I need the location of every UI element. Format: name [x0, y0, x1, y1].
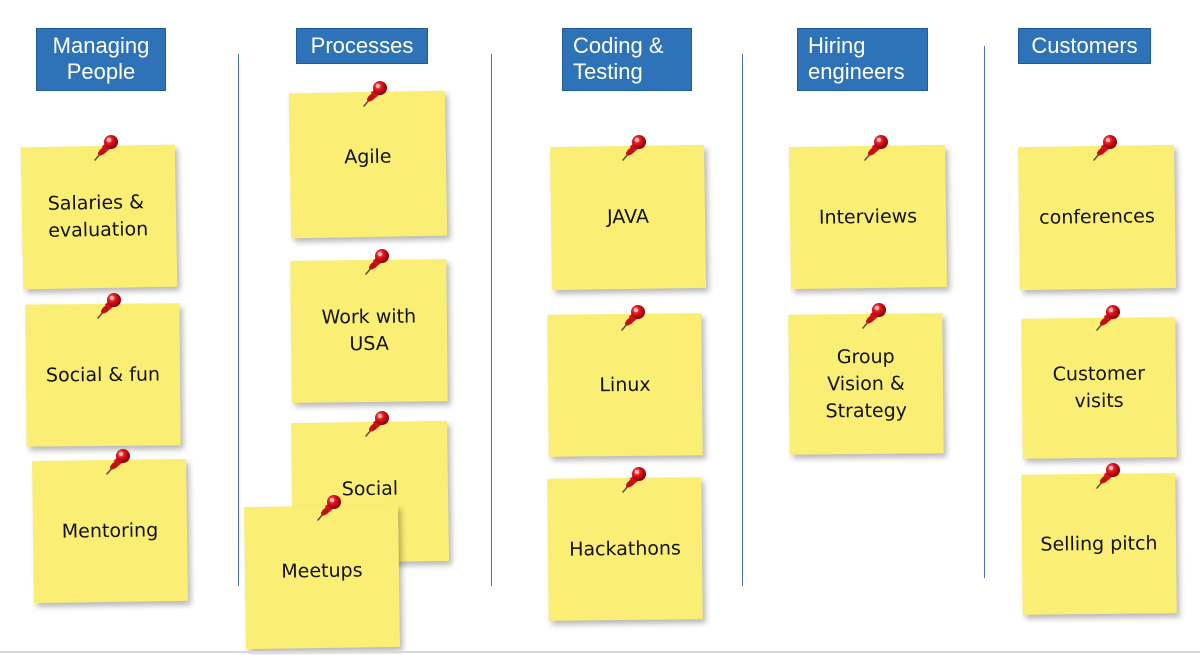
sticky-note-interviews: Interviews	[789, 144, 947, 290]
column-divider	[491, 54, 492, 586]
note-label: Meetups	[281, 559, 363, 583]
sticky-note-agile: Agile	[288, 90, 448, 239]
note-label: Salaries & evaluation	[47, 191, 149, 242]
sticky-note-conferences: conferences	[1018, 144, 1176, 291]
sticky-note-work-with-usa: Work with USA	[290, 259, 448, 403]
column-header-processes: Processes	[296, 28, 428, 64]
sticky-note-mentoring: Mentoring	[32, 458, 188, 604]
note-label: Agile	[344, 145, 392, 169]
column-header-managing-people: Managing People	[36, 28, 166, 91]
note-label: Selling pitch	[1040, 531, 1158, 556]
note-label: Linux	[599, 373, 651, 396]
note-label: Hackathons	[569, 536, 681, 561]
note-label: Social	[341, 477, 399, 501]
note-label: Mentoring	[61, 518, 159, 543]
sticky-note-linux: Linux	[547, 313, 703, 457]
note-label: JAVA	[606, 205, 650, 229]
column-header-coding-testing: Coding & Testing	[562, 28, 692, 91]
note-label: Group Vision & Strategy	[825, 345, 908, 422]
column-header-customers: Customers	[1018, 28, 1151, 64]
sticky-note-java: JAVA	[550, 144, 706, 291]
sticky-note-meetups: Meetups	[244, 504, 400, 650]
sticky-note-salaries-evaluation: Salaries & evaluation	[20, 144, 178, 290]
column-divider	[238, 54, 239, 586]
sticky-note-social-fun: Social & fun	[25, 303, 181, 447]
note-label: Social & fun	[45, 363, 161, 386]
note-label: Customer visits	[1052, 362, 1146, 413]
sticky-note-selling-pitch: Selling pitch	[1021, 473, 1177, 615]
sticky-note-group-vision-strategy: Group Vision & Strategy	[788, 313, 944, 455]
column-divider	[984, 46, 985, 578]
note-label: Interviews	[818, 204, 918, 229]
note-label: Work with USA	[321, 305, 417, 356]
note-label: conferences	[1039, 205, 1155, 229]
bottom-rule	[0, 651, 1200, 653]
sticky-note-customer-visits: Customer visits	[1021, 317, 1177, 459]
column-header-hiring-engineers: Hiring engineers	[797, 28, 928, 91]
sticky-note-hackathons: Hackathons	[547, 477, 703, 621]
column-divider	[742, 54, 743, 586]
